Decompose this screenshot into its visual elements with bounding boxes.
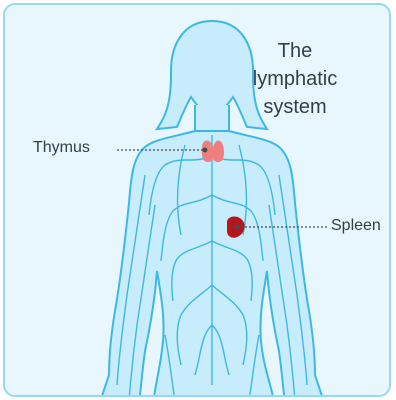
- spleen-label: Spleen: [331, 217, 381, 235]
- diagram-title: The lymphatic system: [245, 37, 345, 121]
- thymus-leader-dot: [203, 148, 208, 153]
- title-line-2: lymphatic: [245, 65, 345, 93]
- title-line-1: The: [245, 37, 345, 65]
- thymus-label: Thymus: [33, 139, 90, 157]
- title-line-3: system: [245, 93, 345, 121]
- spleen-leader-dot: [235, 225, 240, 230]
- neck-outline: [195, 105, 229, 133]
- diagram-panel: The lymphatic system Thymus Spleen: [3, 3, 391, 397]
